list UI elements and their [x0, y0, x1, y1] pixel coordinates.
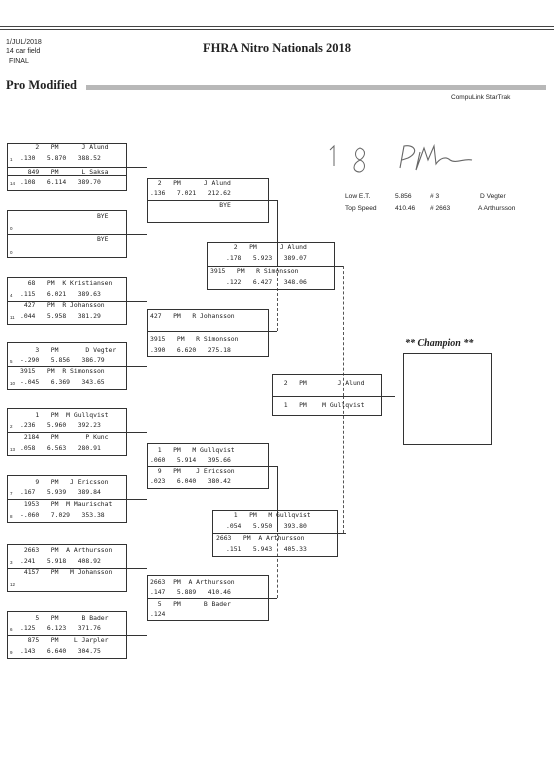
- final-b-entry: 1 PM M Gullqvist: [276, 401, 365, 409]
- low-et-value: 5.856: [395, 193, 412, 200]
- r2m4-a-entry: 2663 PM A Arthursson: [150, 578, 235, 586]
- r1m2-b-lane: 0: [10, 250, 13, 255]
- r1m8-a-lane: 6: [10, 627, 13, 632]
- r2m2-b-entry: 3915 PM R Simonsson: [150, 335, 239, 343]
- r1m3-a-run: .115 6.021 389.63: [20, 290, 101, 298]
- r2m3-a-run: .060 5.914 395.66: [150, 456, 231, 464]
- r2m2-a-entry: 427 PM R Johansson: [150, 312, 235, 320]
- r2m1-a-entry: 2 PM J Alund: [150, 179, 231, 187]
- r1m6-a-entry: 9 PM J Ericsson: [20, 478, 109, 486]
- timing-system: CompuLink StarTrak: [451, 94, 511, 101]
- semi2-a-run: .054 5.950 393.80: [226, 522, 307, 530]
- category-title: Pro Modified: [6, 78, 77, 92]
- field-size: 14 car field: [6, 48, 41, 55]
- round-label: FINAL: [9, 58, 29, 65]
- r1m8-b-lane: 9: [10, 650, 13, 655]
- r1m5-b-run: .058 6.563 280.91: [20, 444, 101, 452]
- r1m3-b-entry: 427 PM R Johansson: [20, 301, 105, 309]
- low-et-number: # 3: [430, 193, 440, 200]
- r1m6-a-run: .167 5.939 389.84: [20, 488, 101, 496]
- semi2-a-entry: 1 PM M Gullqvist: [226, 511, 311, 519]
- top-rule: [0, 26, 554, 27]
- r1m1-a-run: .130 5.870 388.52: [20, 154, 101, 162]
- r1m5-a-entry: 1 PM M Gullqvist: [20, 411, 109, 419]
- r1m5-b-entry: 2184 PM P Kunc: [20, 433, 109, 441]
- r1m1-b-entry: 849 PM L Saksa: [20, 168, 109, 176]
- r1m3-b-lane: 11: [10, 315, 15, 320]
- r2-match-2: [147, 309, 269, 357]
- semi1-a-entry: 2 PM J Alund: [226, 243, 307, 251]
- semi2-b-entry: 2663 PM A Arthursson: [216, 534, 305, 542]
- r1m4-b-run: -.045 6.369 343.65: [20, 378, 105, 386]
- r1m6-b-lane: 8: [10, 514, 13, 519]
- r1m8-a-entry: 5 PM B Bader: [20, 614, 109, 622]
- r2m4-b-entry: 5 PM B Bader: [150, 600, 231, 608]
- r1m7-b-entry: 4157 PM M Johansson: [20, 568, 113, 576]
- dotted-rule: [86, 85, 546, 90]
- final-a-entry: 2 PM J Alund: [276, 379, 365, 387]
- top-speed-value: 410.46: [395, 205, 416, 212]
- r1m4-a-entry: 3 PM D Vegter: [20, 346, 117, 354]
- connector: [127, 167, 147, 168]
- r1m3-a-lane: 4: [10, 293, 13, 298]
- r1m4-b-entry: 3915 PM R Simonsson: [20, 367, 105, 375]
- r1m3-b-run: .044 5.958 381.29: [20, 312, 101, 320]
- champion-box: [403, 353, 492, 445]
- semi1-b-entry: 3915 PM R Simonsson: [210, 267, 299, 275]
- r1m5-a-lane: 2: [10, 424, 13, 429]
- r2m4-b-run: .124: [150, 610, 166, 618]
- r1m6-a-lane: 7: [10, 491, 13, 496]
- low-et-label: Low E.T.: [345, 193, 371, 200]
- top-speed-driver: A Arthursson: [478, 205, 516, 212]
- r1m7-a-entry: 2663 PM A Arthursson: [20, 546, 113, 554]
- semi1-a-run: .178 5.923 389.07: [226, 254, 307, 262]
- r1m4-b-lane: 10: [10, 381, 16, 386]
- top-rule-2: [0, 29, 554, 30]
- r1m2-a-entry: BYE: [20, 212, 109, 220]
- r1m1-b-run: .108 6.114 389.70: [20, 178, 101, 186]
- top-speed-number: # 2663: [430, 205, 451, 212]
- low-et-driver: D Vegter: [480, 193, 506, 200]
- final-match: [272, 374, 382, 416]
- r1m2-a-lane: 0: [10, 226, 13, 231]
- r2m4-a-run: .147 5.889 410.46: [150, 588, 231, 596]
- r1m5-a-run: .236 5.960 392.23: [20, 421, 101, 429]
- r1m7-a-run: .241 5.918 408.92: [20, 557, 101, 565]
- r1m4-a-lane: 5: [10, 359, 13, 364]
- semi1-b-run: .122 6.427 348.06: [226, 278, 307, 286]
- champion-label: ** Champion **: [405, 338, 474, 349]
- r1m8-b-run: .143 6.640 304.75: [20, 647, 101, 655]
- r1m8-b-entry: 875 PM L Jarpler: [20, 636, 109, 644]
- r2m3-a-entry: 1 PM M Gullqvist: [150, 446, 235, 454]
- page-title: FHRA Nitro Nationals 2018: [203, 41, 352, 55]
- r1m7-b-lane: 12: [10, 582, 16, 587]
- r1m5-b-lane: 13: [10, 447, 16, 452]
- top-speed-label: Top Speed: [345, 205, 377, 212]
- r1m8-a-run: .125 6.123 371.76: [20, 624, 101, 632]
- r1m3-a-entry: 68 PM K Kristiansen: [20, 279, 113, 287]
- r1m1-a-entry: 2 PM J Alund: [20, 143, 109, 151]
- r1m6-b-entry: 1953 PM M Maurischat: [20, 500, 113, 508]
- r2m3-b-entry: 9 PM J Ericsson: [150, 467, 235, 475]
- r1m1-a-lane: 1: [10, 157, 13, 162]
- r1m4-a-run: -.290 5.856 386.79: [20, 356, 105, 364]
- r1m7-a-lane: 3: [10, 560, 13, 565]
- semi2-b-run: .151 5.943 405.33: [226, 545, 307, 553]
- event-date: 1/JUL/2018: [6, 39, 42, 46]
- handwritten-note: [329, 143, 473, 173]
- r2m1-a-run: .136 7.021 212.62: [150, 189, 231, 197]
- r2m1-b-entry: BYE: [150, 201, 231, 209]
- r1m6-b-run: -.060 7.029 353.38: [20, 511, 105, 519]
- r2m2-b-run: .390 6.620 275.18: [150, 346, 231, 354]
- r1m1-b-lane: 14: [10, 181, 16, 186]
- r1m2-b-entry: BYE: [20, 235, 109, 243]
- r2m3-b-run: .023 6.040 380.42: [150, 477, 231, 485]
